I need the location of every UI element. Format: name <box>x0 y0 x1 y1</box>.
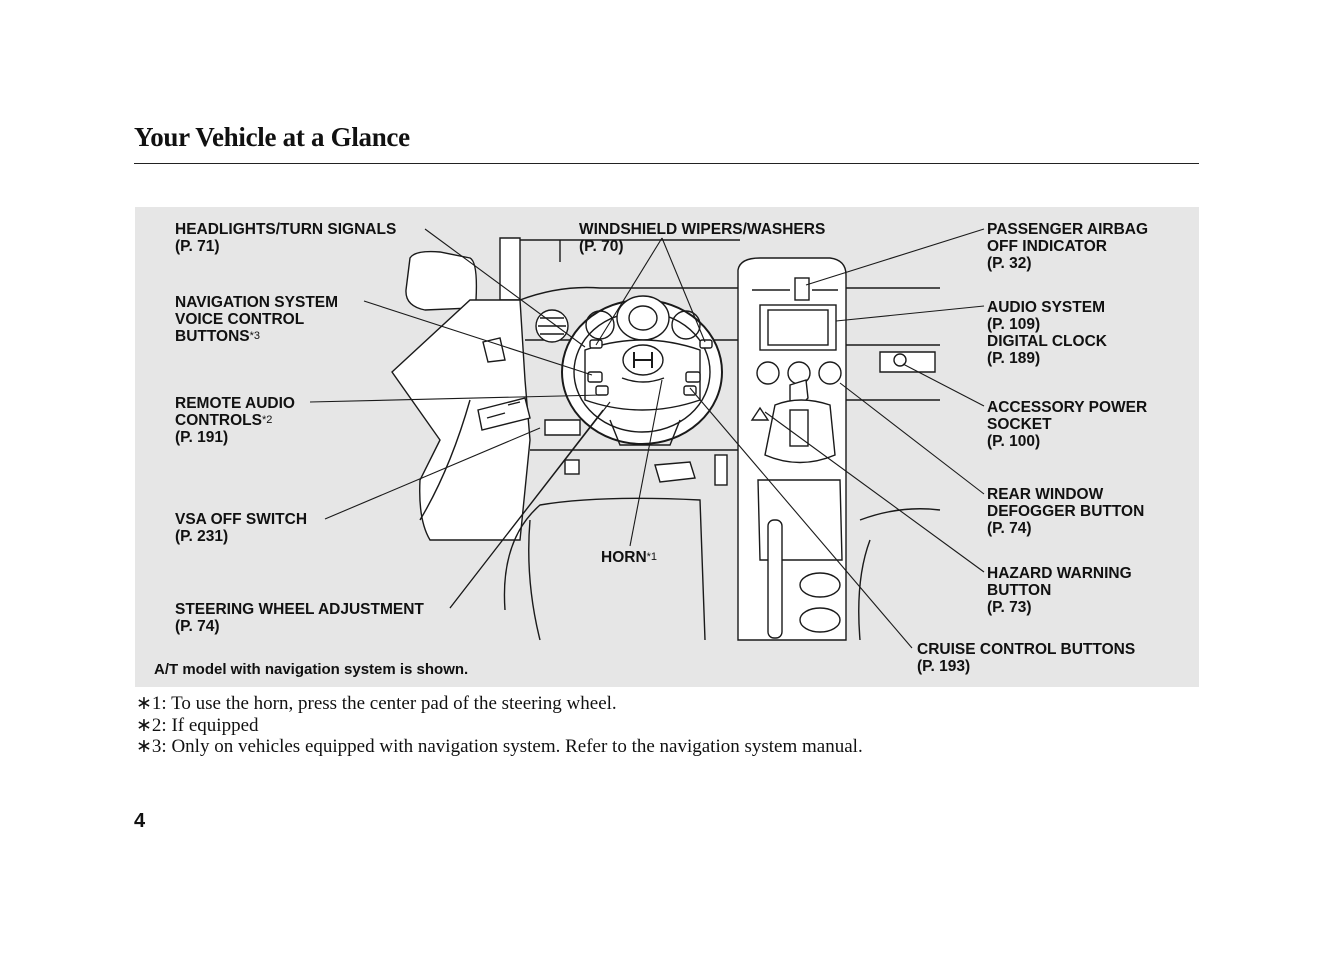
label-wipers: WINDSHIELD WIPERS/WASHERS (P. 70) <box>579 221 826 255</box>
label-vsa-off: VSA OFF SWITCH (P. 231) <box>175 511 308 545</box>
illustration-panel <box>135 207 1199 687</box>
page-title: Your Vehicle at a Glance <box>134 122 410 152</box>
label-cruise-control: CRUISE CONTROL BUTTONS (P. 193) <box>917 641 1136 675</box>
label-defogger: REAR WINDOW DEFOGGER BUTTON (P. 74) <box>987 486 1145 537</box>
label-nav-voice: NAVIGATION SYSTEM VOICE CONTROL BUTTONS*… <box>175 294 339 345</box>
illustration-caption: A/T model with navigation system is show… <box>154 661 469 678</box>
footnote-3: ∗3: Only on vehicles equipped with navig… <box>136 736 863 757</box>
label-horn: HORN*1 <box>601 549 658 566</box>
label-hazard: HAZARD WARNING BUTTON (P. 73) <box>987 565 1132 616</box>
footnote-1: ∗1: To use the horn, press the center pa… <box>136 693 617 714</box>
label-headlights: HEADLIGHTS/TURN SIGNALS (P. 71) <box>175 221 397 255</box>
page-number: 4 <box>134 810 146 832</box>
label-audio-system: AUDIO SYSTEM (P. 109) DIGITAL CLOCK (P. … <box>987 299 1107 367</box>
label-steering-adjustment: STEERING WHEEL ADJUSTMENT (P. 74) <box>175 601 424 635</box>
title-rule <box>134 163 1199 164</box>
label-remote-audio: REMOTE AUDIO CONTROLS*2 (P. 191) <box>175 395 295 446</box>
label-power-socket: ACCESSORY POWER SOCKET (P. 100) <box>987 399 1148 450</box>
footnote-2: ∗2: If equipped <box>136 715 259 736</box>
label-airbag-indicator: PASSENGER AIRBAG OFF INDICATOR (P. 32) <box>987 221 1149 272</box>
